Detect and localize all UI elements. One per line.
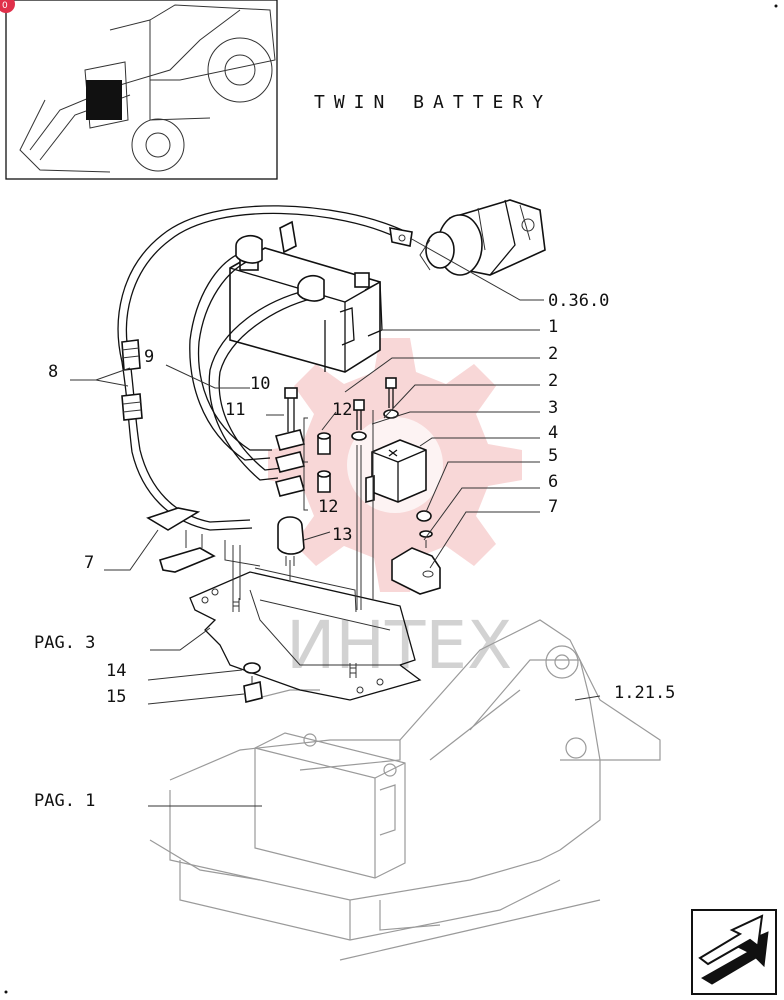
chassis-ghost xyxy=(149,619,661,961)
callout-15: 15 xyxy=(106,687,126,707)
callout-12b: 12 xyxy=(318,497,338,517)
callout-13: 13 xyxy=(332,525,352,545)
fasteners xyxy=(146,377,441,703)
callout-1: 1 xyxy=(548,317,558,337)
callout-pag1: PAG. 1 xyxy=(34,791,95,811)
callout-0360: 0.36.0 xyxy=(548,291,609,311)
callout-4: 4 xyxy=(548,423,558,443)
diagram-title: TWIN BATTERY xyxy=(314,92,552,113)
callout-8: 8 xyxy=(48,362,58,382)
callout-11: 11 xyxy=(225,400,245,420)
assembly-guide-lines xyxy=(224,410,427,613)
callout-1215: 1.21.5 xyxy=(614,683,675,703)
callout-14: 14 xyxy=(106,661,126,681)
callout-6: 6 xyxy=(548,472,558,492)
battery-tray xyxy=(189,571,422,701)
battery-cables xyxy=(117,205,413,531)
callout-12a: 12 xyxy=(332,400,352,420)
watermark-text: ИНТЕХ xyxy=(286,607,512,684)
callout-pag3: PAG. 3 xyxy=(34,633,95,653)
callout-3: 3 xyxy=(548,398,558,418)
callout-labels: 0.36.0 1 2 2 3 4 5 6 7 8 9 10 11 12 12 1… xyxy=(34,291,675,811)
callout-9: 9 xyxy=(144,347,154,367)
callout-7-right: 7 xyxy=(548,497,558,517)
callout-5: 5 xyxy=(548,446,558,466)
leader-lines xyxy=(70,237,601,807)
callout-2b: 2 xyxy=(548,371,558,391)
callout-2a: 2 xyxy=(548,344,558,364)
callout-10: 10 xyxy=(250,374,270,394)
corner-badge-text: 0 xyxy=(2,1,8,11)
starter-motor xyxy=(419,199,546,276)
machine-thumbnail-icon: 0 xyxy=(0,0,278,180)
corner-badge xyxy=(0,0,15,13)
callout-7-left: 7 xyxy=(84,553,94,573)
next-page-arrow-icon[interactable] xyxy=(691,909,777,995)
watermark-logo: ИНТЕХ xyxy=(268,338,522,684)
